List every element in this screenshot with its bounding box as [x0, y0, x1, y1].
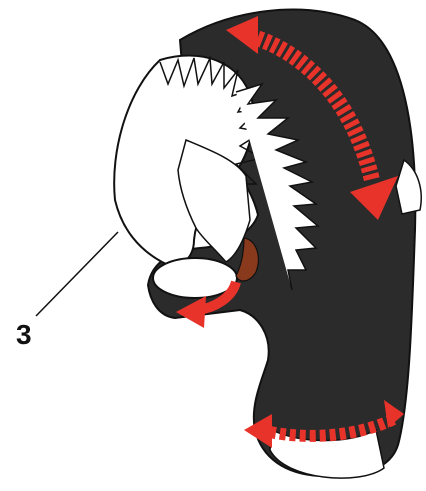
callout-leader-line — [36, 232, 118, 316]
sleeve-opening — [153, 258, 237, 298]
callout-number: 3 — [16, 319, 32, 350]
